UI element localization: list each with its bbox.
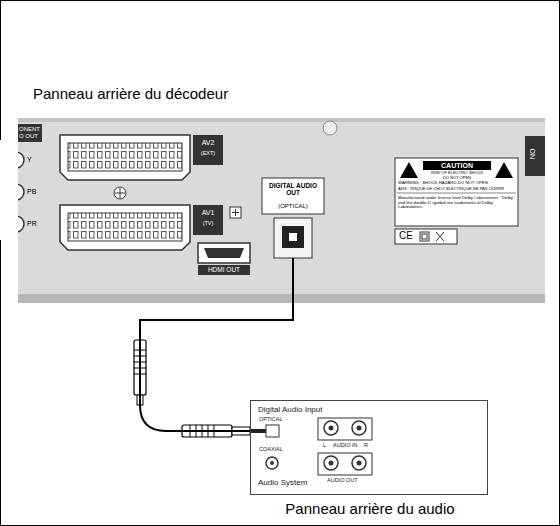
scart-socket bbox=[60, 135, 190, 180]
screw bbox=[114, 187, 126, 199]
divider bbox=[397, 193, 516, 194]
ce-plate bbox=[395, 229, 457, 244]
signal-name: Y bbox=[27, 156, 32, 164]
class-icon bbox=[420, 232, 429, 241]
audio-system-box: Digital Audio InputAudio SystemPanneau a… bbox=[250, 400, 488, 495]
optical-output: DIGITAL AUDIO OUT (OPTICAL) bbox=[262, 178, 324, 258]
weee-icon bbox=[436, 232, 444, 241]
ce-mark: CE bbox=[399, 230, 413, 241]
jack-label: OPTICAL bbox=[259, 416, 283, 422]
rca-jacks bbox=[324, 421, 366, 470]
channel-label: R bbox=[364, 442, 368, 448]
port-name: HDMI OUT bbox=[198, 266, 250, 273]
power-label: ON bbox=[528, 149, 536, 160]
panel bbox=[18, 118, 545, 303]
power-label bbox=[525, 136, 545, 176]
screw bbox=[323, 121, 337, 135]
optical-jack bbox=[266, 425, 279, 437]
panel-edge bbox=[18, 118, 545, 122]
caution-band bbox=[423, 161, 491, 170]
optical-label-plate bbox=[262, 178, 324, 214]
jack-label: AUDIO OUT bbox=[327, 477, 358, 483]
jack-frame bbox=[318, 453, 372, 475]
caution-text: WARNING : SHOCK HAZARD-DO NOT OPEN bbox=[398, 181, 488, 186]
scart-socket bbox=[60, 205, 190, 250]
rca-pins bbox=[329, 426, 362, 466]
device-name: Audio System bbox=[258, 479, 307, 488]
signal-name: PR bbox=[27, 220, 37, 228]
decoder-panel: Panneau arrière du décodeurDIGITAL AUDIO… bbox=[18, 118, 545, 303]
dolby-notice: Manufactured under license from Dolby La… bbox=[398, 196, 515, 210]
signal-name: PB bbox=[27, 188, 36, 196]
optical-port bbox=[282, 226, 304, 248]
port-name: (TV) bbox=[194, 220, 222, 226]
optical-port-frame bbox=[274, 218, 312, 258]
warning-triangle bbox=[495, 162, 513, 178]
hdmi-label bbox=[198, 265, 250, 275]
hdmi-socket bbox=[204, 248, 244, 258]
coax-jack bbox=[270, 461, 274, 465]
optical-port-core bbox=[289, 233, 297, 241]
port-name: AV1 bbox=[194, 209, 222, 217]
panel-heading: Digital Audio Input bbox=[258, 406, 323, 415]
cut-label: ONENT bbox=[19, 126, 40, 133]
channel-label: L bbox=[323, 442, 326, 448]
plug-tip bbox=[250, 429, 266, 433]
cut-label: O OUT bbox=[19, 133, 38, 140]
panel-title: Panneau arrière du audio bbox=[241, 501, 499, 518]
class-icon bbox=[422, 234, 427, 239]
panel-title: Panneau arrière du décodeur bbox=[33, 86, 228, 103]
port-label: (OPTICAL) bbox=[264, 203, 322, 210]
hdmi-port bbox=[198, 243, 250, 263]
jack-label: AUDIO IN bbox=[333, 442, 357, 448]
ground-icon bbox=[230, 207, 241, 218]
caution-label bbox=[395, 158, 518, 226]
port-name: AV2 bbox=[194, 139, 222, 147]
caution-text: AVIS : RISQUE DE CHOC ELECTRIQUE-NE PAS … bbox=[398, 187, 516, 191]
av1-label bbox=[193, 205, 223, 235]
coax-jack bbox=[266, 457, 278, 469]
caution-text: DO NOT OPEN bbox=[423, 176, 491, 180]
screw-cross bbox=[115, 188, 125, 198]
av2-label bbox=[193, 135, 223, 165]
ground-icon bbox=[232, 209, 239, 216]
caution-text: CAUTION bbox=[423, 162, 491, 170]
jack-frame bbox=[318, 418, 372, 440]
port-label: DIGITAL AUDIO OUT bbox=[264, 182, 322, 196]
panel-bottom bbox=[18, 294, 545, 303]
warning-triangle bbox=[400, 162, 418, 178]
port-name: (EXT) bbox=[194, 150, 222, 156]
jack-label: COAXIAL bbox=[259, 446, 283, 452]
component-label bbox=[18, 124, 42, 142]
cutoff bbox=[0, 140, 18, 240]
scart-pins bbox=[68, 213, 182, 241]
scart-pins bbox=[68, 143, 182, 171]
